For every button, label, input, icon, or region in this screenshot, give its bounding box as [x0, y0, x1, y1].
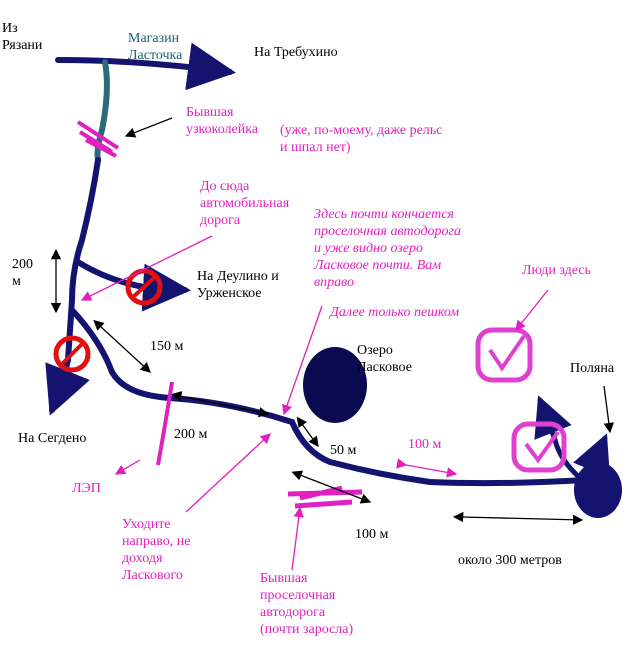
stop-icon: [125, 268, 163, 306]
label-dist-200-left: 200 м: [12, 257, 33, 289]
label-glade: Поляна: [570, 361, 615, 376]
label-dirt-road-end: Здесь почти кончается проселочная автодо…: [314, 207, 461, 290]
annotation-arrows: [80, 235, 549, 571]
road-south: [45, 157, 101, 416]
label-lake: Озеро Ласковое: [357, 343, 412, 375]
label-dist-100-top: 100 м: [408, 437, 442, 452]
label-power-line: ЛЭП: [72, 481, 101, 496]
pointer-arrows: [50, 117, 614, 525]
label-narrow-gauge: Бывшая узкоколейка: [186, 105, 259, 137]
stop-icon: [53, 335, 91, 373]
road-top: [55, 42, 236, 91]
glade-blob: [574, 462, 622, 518]
label-to-segdeno: На Сегдено: [18, 431, 87, 446]
label-from-ryazan: Из Рязани: [2, 21, 43, 53]
check-icon: [475, 327, 533, 383]
lake-shape: [303, 347, 367, 423]
railway-mark: [76, 120, 120, 158]
label-people-here: Люди здесь: [522, 263, 591, 278]
label-dist-50: 50 м: [330, 443, 357, 458]
road-east: [69, 307, 588, 487]
old-dirt-road-mark: [287, 485, 363, 509]
label-about-300: около 300 метров: [458, 553, 562, 568]
label-shop: Магазин Ласточка: [128, 31, 183, 63]
label-turn-right: Уходите направо, не доходя Ласкового: [122, 517, 191, 583]
label-road-end: До сюда автомобильная дорога: [200, 179, 290, 228]
label-to-trebukhino: На Требухино: [254, 45, 338, 60]
railway-line: [94, 59, 110, 163]
power-line-mark: [156, 381, 174, 466]
label-dist-100-bottom: 100 м: [355, 527, 389, 542]
label-walk-only: Далее только пешком: [330, 305, 460, 320]
label-dist-200-mid: 200 м: [174, 427, 208, 442]
label-to-deulino: На Деулино и Урженское: [197, 269, 279, 301]
check-icon: [511, 421, 567, 473]
label-narrow-gauge-note: (уже, по-моему, даже рельс и шпал нет): [280, 123, 443, 155]
road-glade: [534, 395, 583, 481]
road-deulino: [75, 259, 191, 312]
label-dist-150: 150 м: [150, 339, 184, 354]
label-old-dirt-road: Бывшая проселочная автодорога (почти зар…: [260, 571, 354, 637]
